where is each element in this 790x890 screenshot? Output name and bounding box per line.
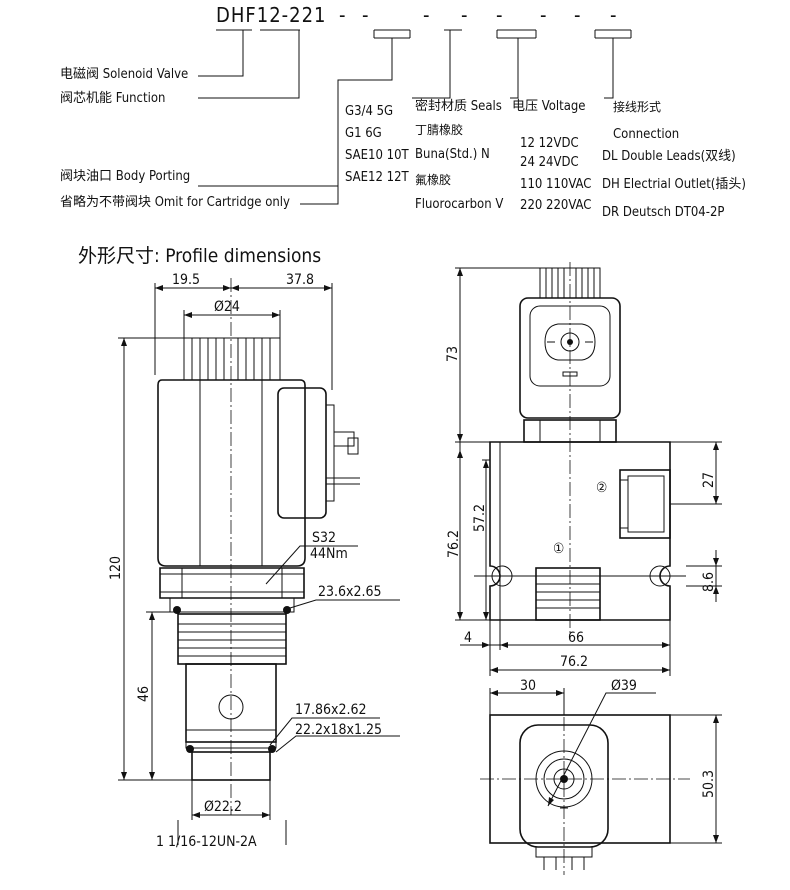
side-view: 19.5 37.8 Ø24 <box>108 272 400 850</box>
code-leaders <box>198 30 614 205</box>
sep-5: - <box>496 3 504 27</box>
sep-3: - <box>423 3 431 27</box>
model-prefix: DHF12-221 <box>216 3 326 27</box>
legend-left: 电磁阀 Solenoid Valve 阀芯机能 Function 阀块油口 Bo… <box>60 67 290 210</box>
porting-options: G3/4 5G G1 6G SAE10 10T SAE12 12T <box>345 104 410 185</box>
voltage-title: 电压 Voltage <box>512 99 585 114</box>
dim-27: 27 <box>701 472 717 488</box>
voltage-option: 110 110VAC <box>520 177 591 192</box>
sep-8: - <box>610 3 618 27</box>
voltage-option: 24 24VDC <box>520 155 579 170</box>
dim-73: 73 <box>445 346 461 362</box>
profile-title: 外形尺寸: Profile dimensions <box>78 245 321 267</box>
sep-4: - <box>461 3 469 27</box>
dim-37-8: 37.8 <box>286 272 314 288</box>
dim-4: 4 <box>464 630 472 646</box>
thread-spec: 1 1/16-12UN-2A <box>156 834 257 850</box>
voltage-option: 220 220VAC <box>520 198 591 213</box>
sep-6: - <box>540 3 548 27</box>
dim-8-6: 8.6 <box>701 572 717 592</box>
porting-option: G3/4 5G <box>345 104 393 119</box>
dim-76-2-vertical: 76.2 <box>446 530 462 558</box>
connection-option: DH Electrial Outlet(插头) <box>602 177 746 192</box>
dim-19-5: 19.5 <box>172 272 200 288</box>
seals-option: Buna(Std.) N <box>415 147 490 162</box>
dim-120: 120 <box>108 556 124 580</box>
dim-dia39: Ø39 <box>611 678 637 694</box>
oring-17-86: 17.86x2.62 <box>295 702 367 718</box>
porting-option: SAE10 10T <box>345 148 410 163</box>
legend-function: 阀芯机能 Function <box>60 91 165 106</box>
legend-body-porting: 阀块油口 Body Porting <box>60 169 190 184</box>
dim-46: 46 <box>136 686 152 702</box>
dim-dia22-2: Ø22.2 <box>204 799 242 815</box>
connection-option: DL Double Leads(双线) <box>602 149 736 164</box>
connection-subtitle: Connection <box>613 127 679 142</box>
seals-block: 密封材质 Seals 丁腈橡胶 Buna(Std.) N 氟橡胶 Fluoroc… <box>415 98 503 212</box>
voltage-block: 电压 Voltage 12 12VDC 24 24VDC 110 110VAC … <box>512 99 591 213</box>
legend-solenoid-valve: 电磁阀 Solenoid Valve <box>60 67 188 82</box>
seals-option: 丁腈橡胶 <box>415 122 463 137</box>
oring-23-6: 23.6x2.65 <box>318 584 382 600</box>
dim-dia24: Ø24 <box>214 299 240 315</box>
front-view: ② ① 73 76.2 57.2 <box>445 262 722 676</box>
dim-30: 30 <box>520 678 536 694</box>
connection-option: DR Deutsch DT04-2P <box>602 205 724 220</box>
connection-title: 接线形式 <box>613 99 661 114</box>
oring-22-2: 22.2x18x1.25 <box>295 722 382 738</box>
seals-option: Fluorocarbon V <box>415 197 503 212</box>
port-2-label: ② <box>596 480 607 496</box>
sep-7: - <box>574 3 582 27</box>
seals-title: 密封材质 Seals <box>415 98 502 114</box>
hex-size: S32 <box>312 530 336 546</box>
legend-omit: 省略为不带阀块 Omit for Cartridge only <box>60 194 290 210</box>
dim-57-2: 57.2 <box>472 504 488 532</box>
code-separators: - - - - - - - - <box>339 3 618 27</box>
model-code-block: DHF12-221 - - - - - - - - <box>198 3 632 205</box>
dim-66: 66 <box>568 630 584 646</box>
dim-76-2-horizontal: 76.2 <box>560 654 588 670</box>
porting-option: SAE12 12T <box>345 170 410 185</box>
voltage-option: 12 12VDC <box>520 136 579 151</box>
top-view: 30 Ø39 50.3 <box>480 678 722 875</box>
connection-block: 接线形式 Connection DL Double Leads(双线) DH E… <box>602 99 746 220</box>
code-slots <box>216 29 632 39</box>
porting-option: G1 6G <box>345 126 382 141</box>
sep-2: - <box>362 3 370 27</box>
port-1-label: ① <box>553 541 564 557</box>
sep-1: - <box>339 3 347 27</box>
dim-50-3: 50.3 <box>701 770 717 798</box>
hex-torque: 44Nm <box>310 546 348 562</box>
seals-option: 氟橡胶 <box>415 172 451 187</box>
